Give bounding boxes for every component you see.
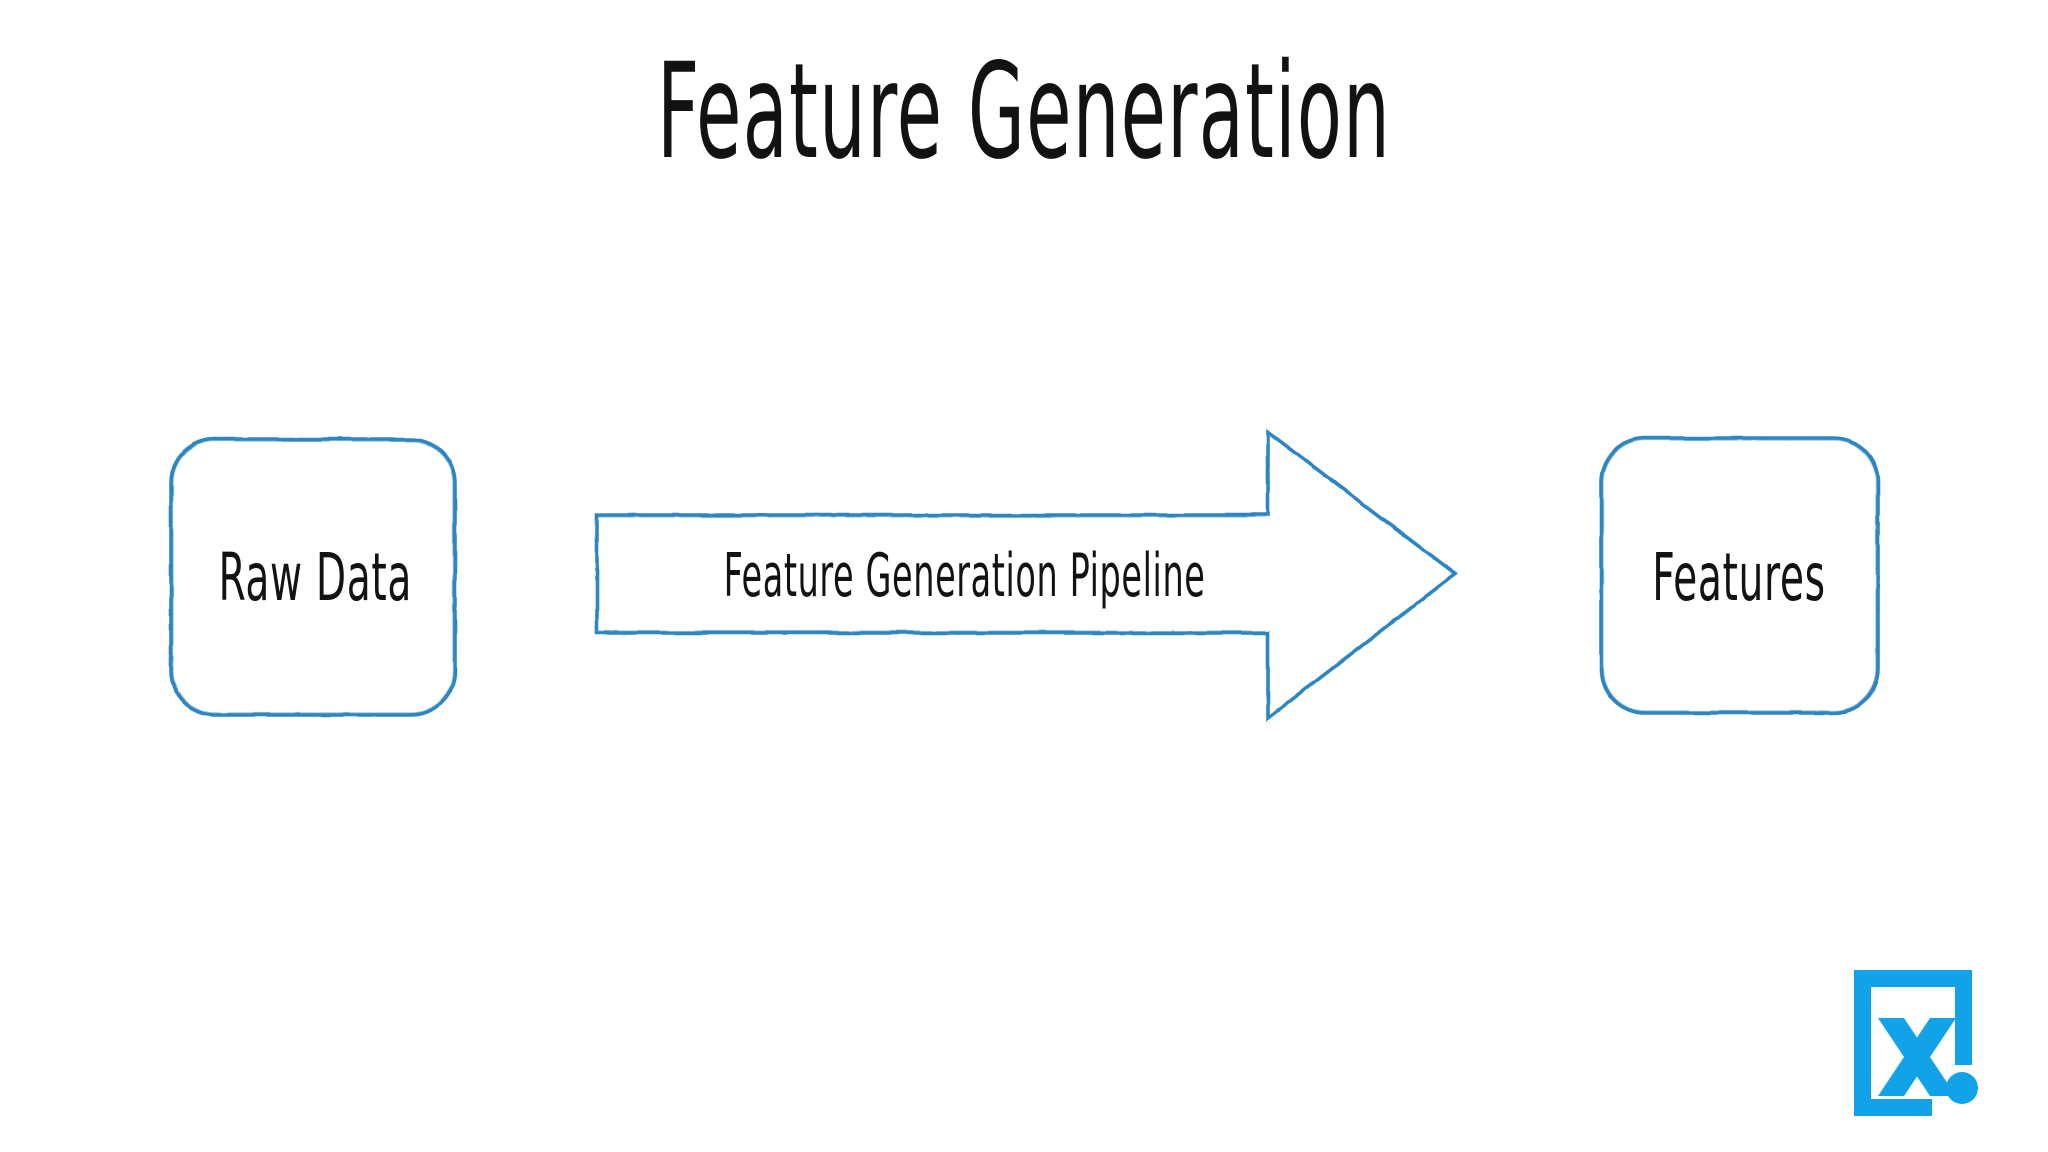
node-features-shape[interactable] — [1599, 436, 1880, 715]
node-label-features: Features — [1652, 539, 1826, 616]
edge-label-pipeline: Feature Generation Pipeline — [723, 541, 1206, 611]
edge-pipeline-arrow-shape[interactable] — [595, 428, 1458, 722]
page-title: Feature Generation — [656, 35, 1392, 189]
node-label-raw-data: Raw Data — [218, 539, 413, 616]
logo-dot — [1946, 1072, 1978, 1104]
x-glyph — [1878, 1018, 1956, 1096]
x-bracket-logo — [1854, 970, 1978, 1116]
node-raw-data-shape[interactable] — [169, 437, 457, 717]
